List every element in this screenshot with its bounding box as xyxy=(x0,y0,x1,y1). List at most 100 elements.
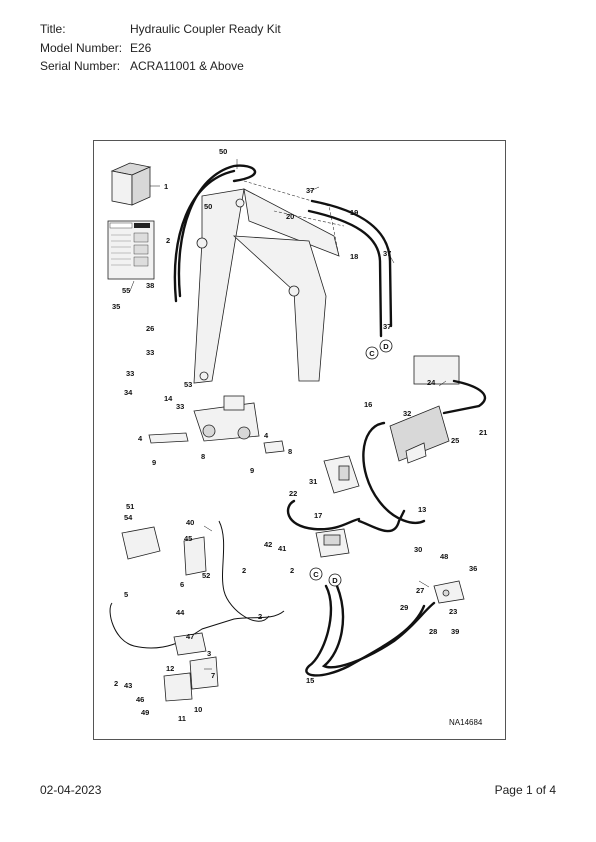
callout-4-a: 4 xyxy=(138,434,143,443)
callout-2-a: 2 xyxy=(166,236,170,245)
connector-c-top xyxy=(365,346,379,360)
callout-53: 53 xyxy=(184,380,192,389)
callout-48: 48 xyxy=(440,552,448,561)
model-label: Model Number: xyxy=(40,41,123,55)
kit-box-illustration xyxy=(110,162,152,206)
callout-34: 34 xyxy=(124,388,133,397)
callout-50-b: 50 xyxy=(204,202,212,211)
serial-value: ACRA11001 & Above xyxy=(130,59,244,73)
callout-50-a: 50 xyxy=(219,147,227,156)
connector-d-bottom xyxy=(328,573,342,587)
leader-lines xyxy=(129,159,447,670)
callout-25: 25 xyxy=(451,436,459,445)
callout-33-a: 33 xyxy=(146,348,154,357)
callout-7: 7 xyxy=(211,671,215,680)
callout-19: 19 xyxy=(350,208,358,217)
diverter-valve xyxy=(433,580,465,604)
callout-52: 52 xyxy=(202,571,210,580)
callout-4-b: 4 xyxy=(264,431,269,440)
callout-22: 22 xyxy=(289,489,297,498)
instruction-sheet-illustration xyxy=(107,220,155,280)
callout-41: 41 xyxy=(278,544,286,553)
callout-36: 36 xyxy=(469,564,477,573)
connector-c-top-label: C xyxy=(369,349,375,358)
connector-d-top-label: D xyxy=(383,342,389,351)
callout-14: 14 xyxy=(164,394,173,403)
callout-26: 26 xyxy=(146,324,154,333)
callout-37-c: 37 xyxy=(383,322,391,331)
connector-d-top xyxy=(379,339,393,353)
hose-15-b xyxy=(321,584,436,669)
callout-3: 3 xyxy=(207,649,211,658)
callout-9-a: 9 xyxy=(152,458,156,467)
hose-16 xyxy=(362,421,426,524)
controller-module xyxy=(173,632,207,656)
footer-date: 02-04-2023 xyxy=(40,783,102,797)
callout-46: 46 xyxy=(136,695,144,704)
electrical-bracket xyxy=(121,526,207,576)
callout-40: 40 xyxy=(186,518,194,527)
callout-47: 47 xyxy=(186,632,194,641)
callout-8-b: 8 xyxy=(288,447,292,456)
callout-49: 49 xyxy=(141,708,149,717)
model-value: E26 xyxy=(130,41,152,55)
hose-50 xyxy=(177,164,257,298)
pins-illustration xyxy=(148,432,285,454)
callout-45: 45 xyxy=(184,534,192,543)
callout-39: 39 xyxy=(451,627,459,636)
callout-20: 20 xyxy=(286,212,294,221)
callout-8-a: 8 xyxy=(201,452,205,461)
title-value: Hydraulic Coupler Ready Kit xyxy=(130,22,281,36)
callout-33-b: 33 xyxy=(126,369,134,378)
callout-27: 27 xyxy=(416,586,424,595)
hose-22 xyxy=(286,499,361,531)
exploded-view-drawing: C D C D xyxy=(107,147,487,727)
callout-2-d: 2 xyxy=(258,612,262,621)
callout-44: 44 xyxy=(176,608,185,617)
header-model-row: Model Number: E26 xyxy=(40,41,151,55)
connector-d-bottom-label: D xyxy=(332,576,338,585)
callout-6: 6 xyxy=(180,580,184,589)
callout-21: 21 xyxy=(479,428,487,437)
callout-37-b: 37 xyxy=(383,249,391,258)
hose-30 xyxy=(357,509,406,533)
callout-2-e: 2 xyxy=(114,679,118,688)
mount-bracket xyxy=(323,455,360,494)
callout-2-c: 2 xyxy=(290,566,294,575)
callout-2-b: 2 xyxy=(242,566,246,575)
switch-box xyxy=(315,528,350,558)
serial-label: Serial Number: xyxy=(40,59,121,73)
control-valve-block xyxy=(389,355,460,464)
callout-16: 16 xyxy=(364,400,372,409)
callout-33-c: 33 xyxy=(176,402,184,411)
callout-54: 54 xyxy=(124,513,133,522)
callout-labels: 1 2 55 50 50 38 35 26 37 20 19 18 37 37 … xyxy=(112,147,487,723)
callout-38: 38 xyxy=(146,281,154,290)
callout-51: 51 xyxy=(126,502,134,511)
callout-5: 5 xyxy=(124,590,128,599)
hose-50-pair xyxy=(173,169,236,303)
callout-17: 17 xyxy=(314,511,322,520)
connector-c-bottom xyxy=(309,567,323,581)
callout-32: 32 xyxy=(403,409,411,418)
callout-13: 13 xyxy=(418,505,426,514)
figure-id: NA14684 xyxy=(449,718,483,727)
callout-35: 35 xyxy=(112,302,120,311)
header-title-row: Title: Hydraulic Coupler Ready Kit xyxy=(40,22,281,36)
wiring-harness-upper xyxy=(218,520,270,622)
callout-12: 12 xyxy=(166,664,174,673)
callout-31: 31 xyxy=(309,477,317,486)
header-serial-row: Serial Number: ACRA11001 & Above xyxy=(40,59,244,73)
hose-24 xyxy=(442,379,487,415)
boom-arm-outline xyxy=(193,180,345,384)
parts-diagram: C D C D xyxy=(93,140,506,740)
callout-18: 18 xyxy=(350,252,358,261)
callout-15: 15 xyxy=(306,676,314,685)
hose-19 xyxy=(310,199,393,328)
hose-18 xyxy=(307,209,383,338)
callout-24: 24 xyxy=(427,378,436,387)
coupler-assembly xyxy=(193,395,260,442)
callout-10: 10 xyxy=(194,705,202,714)
connector-c-bottom-label: C xyxy=(313,570,319,579)
title-label: Title: xyxy=(40,22,66,36)
